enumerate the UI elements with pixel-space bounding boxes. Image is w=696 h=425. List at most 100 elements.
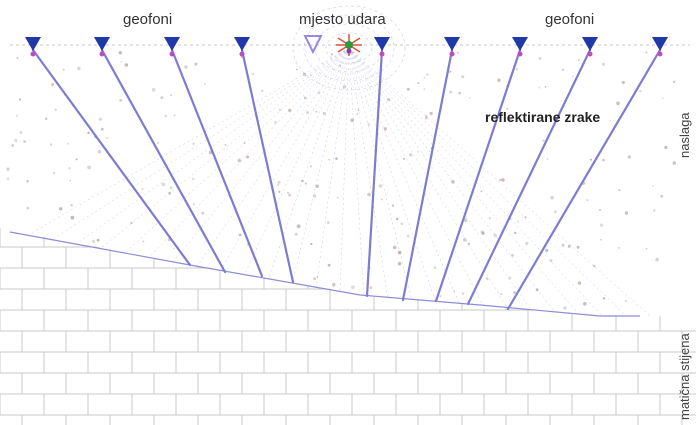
sediment-dot xyxy=(19,98,22,101)
sediment-dot xyxy=(544,86,547,88)
sediment-texture xyxy=(6,51,677,310)
sediment-dot xyxy=(542,139,545,142)
fan-ray xyxy=(315,47,350,288)
sediment-dot xyxy=(403,157,406,160)
geophone-icon xyxy=(374,37,390,51)
fan-ray xyxy=(348,47,651,317)
sediment-dot xyxy=(70,215,75,220)
sediment-dot xyxy=(599,223,604,227)
impact-marker xyxy=(303,34,362,56)
sediment-dot xyxy=(508,276,512,280)
sediment-dot xyxy=(75,158,78,161)
sediment-dot xyxy=(277,180,281,184)
sediment-dot xyxy=(486,277,489,280)
sediment-dot xyxy=(621,80,625,85)
sediment-dot xyxy=(294,232,298,236)
fan-ray xyxy=(101,47,350,248)
sediment-dot xyxy=(118,51,123,55)
sediment-dot xyxy=(406,234,410,238)
sediment-dot xyxy=(16,57,19,60)
geophone-icon xyxy=(444,37,460,51)
sediment-dot xyxy=(194,62,198,66)
fan-ray xyxy=(348,47,412,300)
sediment-dot xyxy=(392,245,397,250)
sediment-dot xyxy=(336,196,339,199)
sediment-dot xyxy=(326,221,330,225)
sediment-dot xyxy=(639,90,642,93)
sediment-dot xyxy=(514,231,517,235)
sediment-dot xyxy=(331,53,333,56)
sediment-dot xyxy=(160,96,164,100)
reflected-ray xyxy=(100,48,227,274)
sediment-dot xyxy=(237,158,242,163)
geophone-icon xyxy=(652,37,668,51)
sediment-dot xyxy=(303,96,307,100)
sediment-dot xyxy=(627,155,632,159)
sediment-dot xyxy=(672,80,676,84)
sediment-dot xyxy=(316,276,319,278)
geophone-tip xyxy=(517,51,523,57)
sediment-dot xyxy=(310,242,313,246)
sediment-dot xyxy=(19,131,23,134)
sediment-dot xyxy=(387,97,391,102)
fan-ray xyxy=(268,47,350,279)
sediment-dot xyxy=(204,83,206,85)
sediment-dot xyxy=(563,306,567,310)
sediment-dot xyxy=(583,302,587,306)
sediment-dot xyxy=(69,179,71,182)
sediment-dot xyxy=(549,259,553,262)
sediment-dot xyxy=(331,282,336,287)
sediment-dot xyxy=(653,209,656,212)
sediment-dot xyxy=(367,192,371,197)
fan-ray xyxy=(348,47,555,312)
sediment-dot xyxy=(168,191,172,195)
sediment-dot xyxy=(243,142,246,144)
sediment-dot xyxy=(525,241,529,246)
impact-star-icon xyxy=(336,34,362,56)
sediment-dot xyxy=(618,189,621,192)
reflected-rays xyxy=(31,48,662,311)
sediment-dot xyxy=(68,167,71,170)
sediment-dot xyxy=(672,161,677,165)
fan-ray xyxy=(348,47,532,310)
geophones-left-label: geofoni xyxy=(123,11,172,28)
sediment-dot xyxy=(511,254,514,257)
sediment-dot xyxy=(192,142,195,145)
sediment-dot xyxy=(26,179,29,183)
sediment-dot xyxy=(550,195,554,200)
sediment-dot xyxy=(278,190,281,194)
fan-ray xyxy=(125,47,350,253)
wavefront-ring xyxy=(292,5,406,91)
sediment-dot xyxy=(561,68,565,72)
sediment-dot xyxy=(170,94,172,97)
sediment-dot xyxy=(277,183,280,186)
sediment-dot xyxy=(120,60,123,63)
sediment-dot xyxy=(397,250,402,255)
sediment-dot xyxy=(169,186,173,190)
sediment-dot xyxy=(645,247,648,250)
sediment-dot xyxy=(53,172,55,174)
fan-ray xyxy=(348,47,579,315)
sediment-dot xyxy=(157,142,159,144)
sediment-dot xyxy=(660,194,664,198)
sediment-dot xyxy=(367,123,370,126)
sediment-dot xyxy=(313,277,316,281)
fan-ray xyxy=(348,47,627,317)
sediment-dot xyxy=(397,261,402,266)
fan-ray xyxy=(348,47,484,306)
geophone-tip xyxy=(239,51,245,57)
sediment-dot xyxy=(315,110,318,113)
geophone-tip xyxy=(657,51,663,57)
sediment-dot xyxy=(278,108,282,112)
sediment-dot xyxy=(517,220,519,223)
reflected-ray xyxy=(506,48,662,311)
geophone-icon xyxy=(164,37,180,51)
reflected-ray xyxy=(401,48,454,302)
sediment-dot xyxy=(417,81,420,85)
sediment-dot xyxy=(600,238,602,241)
sediment-dot xyxy=(59,207,63,211)
sediment-dot xyxy=(98,117,102,121)
sediment-dot xyxy=(572,75,574,78)
sediment-dot xyxy=(451,179,455,184)
sediment-dot xyxy=(425,115,428,118)
